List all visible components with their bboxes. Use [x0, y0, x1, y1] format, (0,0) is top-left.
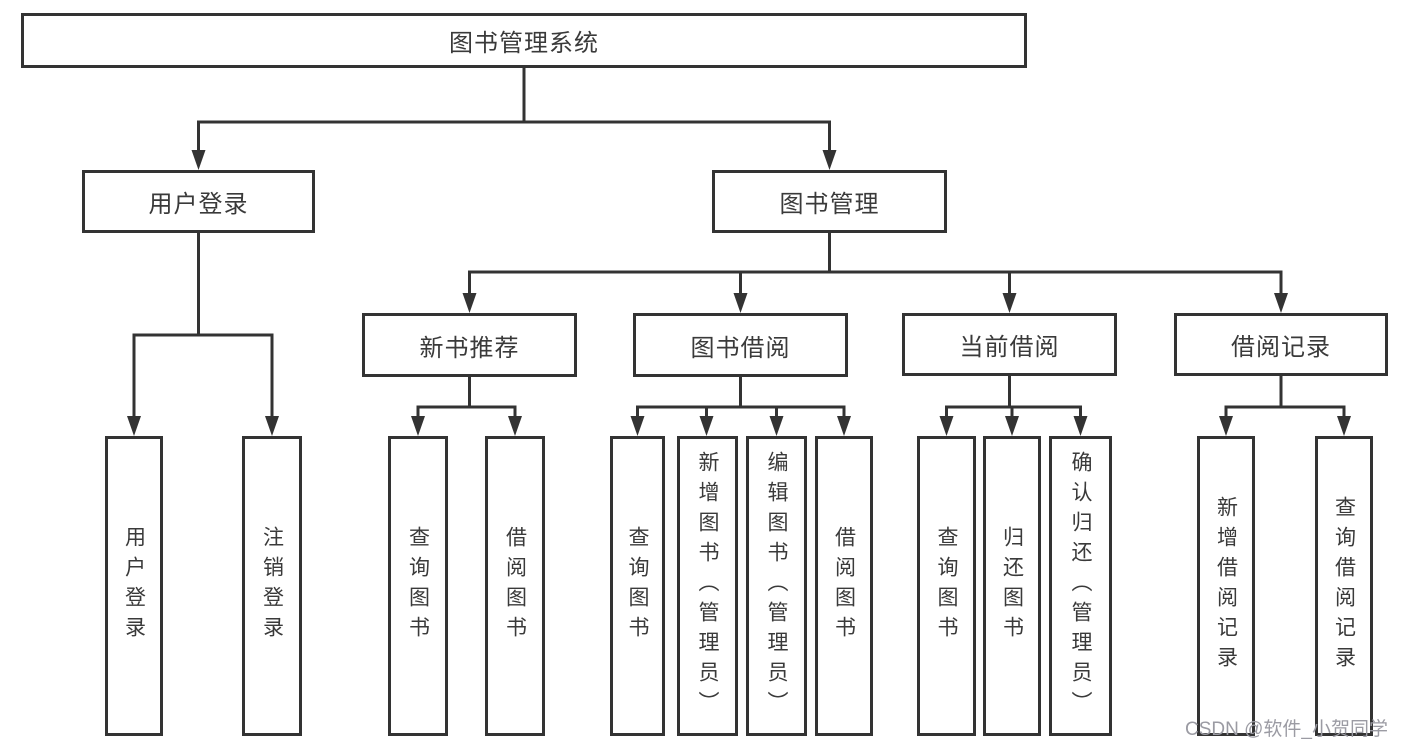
node-label: 借阅图书 — [832, 526, 856, 646]
arrowhead-down-icon — [1274, 293, 1288, 313]
arrowhead-down-icon — [1073, 416, 1088, 436]
connector-line — [132, 231, 274, 418]
node-book-management: 图书管理 — [712, 170, 947, 233]
node-label: 新增图书（管理员） — [696, 451, 719, 721]
leaf-logout: 注销登录 — [242, 436, 302, 736]
connector-new-book-recommend-children — [411, 375, 522, 436]
connector-borrow-records-children — [1219, 374, 1351, 436]
node-label: 查询图书 — [626, 526, 649, 646]
arrowhead-down-icon — [1219, 416, 1233, 436]
arrowhead-down-icon — [939, 416, 954, 436]
node-label: 当前借阅 — [959, 334, 1060, 361]
node-label: 用户登录 — [148, 191, 249, 218]
node-label: 查询图书 — [406, 526, 430, 646]
node-current-borrowing: 当前借阅 — [902, 313, 1117, 376]
connector-book-management-children — [462, 231, 1288, 313]
connector-line — [636, 375, 846, 418]
node-label: 确认归还（管理员） — [1069, 451, 1092, 721]
csdn-watermark: CSDN @软件_小贺同学 — [1185, 719, 1388, 740]
arrowhead-down-icon — [699, 416, 714, 436]
node-library-system: 图书管理系统 — [21, 13, 1027, 68]
node-label: 注销登录 — [260, 526, 284, 646]
arrowhead-down-icon — [265, 416, 279, 436]
arrowhead-down-icon — [630, 416, 645, 436]
node-book-borrowing: 图书借阅 — [633, 313, 848, 377]
arrowhead-down-icon — [733, 293, 748, 313]
arrowhead-down-icon — [1002, 293, 1017, 313]
node-user-login: 用户登录 — [82, 170, 315, 233]
arrowhead-down-icon — [837, 416, 851, 436]
connector-line — [945, 374, 1082, 418]
leaf-query-books: 查询图书 — [388, 436, 448, 736]
node-label: 查询图书 — [935, 526, 958, 646]
node-label: 图书借阅 — [690, 334, 791, 362]
leaf-query-books: 查询图书 — [610, 436, 665, 736]
connector-line — [1224, 374, 1346, 418]
leaf-add-books-admin: 新增图书（管理员） — [677, 436, 738, 736]
leaf-query-borrow-record: 查询借阅记录 — [1315, 436, 1373, 736]
node-label: 图书管理 — [779, 191, 880, 218]
connector-line — [416, 375, 517, 418]
arrowhead-down-icon — [1005, 416, 1019, 436]
connector-line — [197, 66, 831, 152]
node-label: 归还图书 — [1000, 526, 1024, 646]
node-label: 编辑图书（管理员） — [765, 451, 788, 721]
connector-current-borrowing-children — [939, 374, 1088, 436]
node-label: 借阅图书 — [503, 526, 527, 646]
arrowhead-down-icon — [822, 150, 837, 170]
arrowhead-down-icon — [1337, 416, 1351, 436]
arrowhead-down-icon — [191, 150, 206, 170]
arrowhead-down-icon — [462, 293, 477, 313]
arrowhead-down-icon — [769, 416, 784, 436]
leaf-edit-books-admin: 编辑图书（管理员） — [746, 436, 807, 736]
arrowhead-down-icon — [411, 416, 425, 436]
node-borrow-records: 借阅记录 — [1174, 313, 1388, 376]
node-label: 用户登录 — [122, 526, 146, 646]
connector-user-login-children — [127, 231, 279, 436]
node-label: 图书管理系统 — [449, 30, 599, 57]
node-label: 新书推荐 — [419, 334, 520, 362]
arrowhead-down-icon — [127, 416, 141, 436]
leaf-borrow-books: 借阅图书 — [485, 436, 545, 736]
leaf-query-books: 查询图书 — [917, 436, 976, 736]
node-label: 查询借阅记录 — [1332, 496, 1356, 676]
node-label: 借阅记录 — [1231, 334, 1331, 361]
node-new-book-recommend: 新书推荐 — [362, 313, 577, 377]
connector-line — [468, 231, 1283, 295]
leaf-user-login: 用户登录 — [105, 436, 163, 736]
leaf-add-borrow-record: 新增借阅记录 — [1197, 436, 1255, 736]
connector-root-to-level2 — [191, 66, 837, 170]
leaf-confirm-return-admin: 确认归还（管理员） — [1049, 436, 1112, 736]
node-label: 新增借阅记录 — [1214, 496, 1238, 676]
connector-book-borrowing-children — [630, 375, 851, 436]
leaf-borrow-books: 借阅图书 — [815, 436, 873, 736]
leaf-return-books: 归还图书 — [983, 436, 1041, 736]
arrowhead-down-icon — [508, 416, 522, 436]
